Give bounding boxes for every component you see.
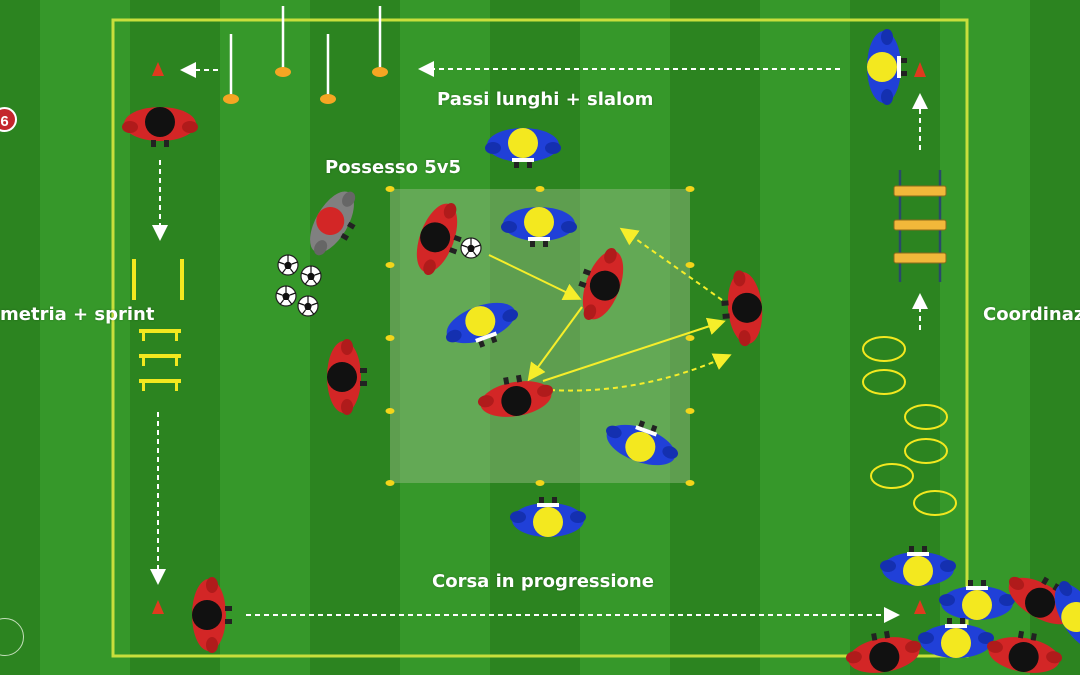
cone-icon: [152, 62, 926, 614]
label-long-strides: Passi lunghi + slalom: [437, 89, 654, 110]
ring-icon: [862, 336, 957, 516]
run-arrows: [150, 61, 928, 623]
step-number-badge: 6: [0, 107, 17, 132]
agility-ladder-icon: [893, 170, 947, 282]
pass-arrows: [488, 227, 732, 392]
label-sprint: metria + sprint: [0, 304, 155, 325]
field-boundary: [111, 18, 969, 658]
hurdle-icon: [132, 259, 184, 391]
label-possession: Possesso 5v5: [325, 157, 462, 178]
label-progressive-run: Corsa in progressione: [432, 571, 654, 592]
pole-icon: [223, 6, 388, 104]
label-coordination: Coordinaz: [983, 304, 1080, 325]
